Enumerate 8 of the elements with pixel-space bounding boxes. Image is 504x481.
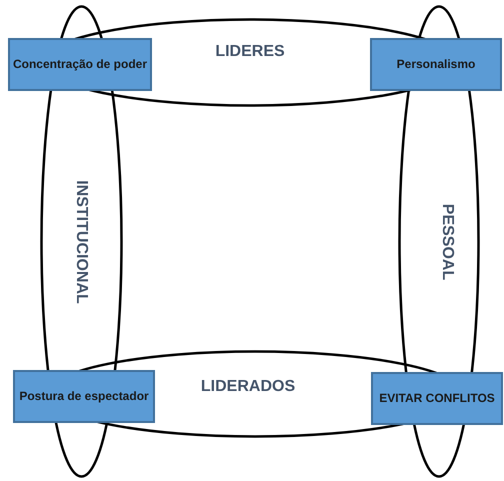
group-label: LIDERES xyxy=(215,43,285,61)
process-box: Personalismo xyxy=(370,38,502,91)
process-box: Concentração de poder xyxy=(8,38,152,91)
group-label: INSTITUCIONAL xyxy=(72,180,90,304)
group-label: PESSOAL xyxy=(438,204,456,280)
process-box: Postura de espectador xyxy=(13,370,155,423)
group-label: LIDERADOS xyxy=(200,378,296,396)
process-box: EVITAR CONFLITOS xyxy=(371,372,503,425)
